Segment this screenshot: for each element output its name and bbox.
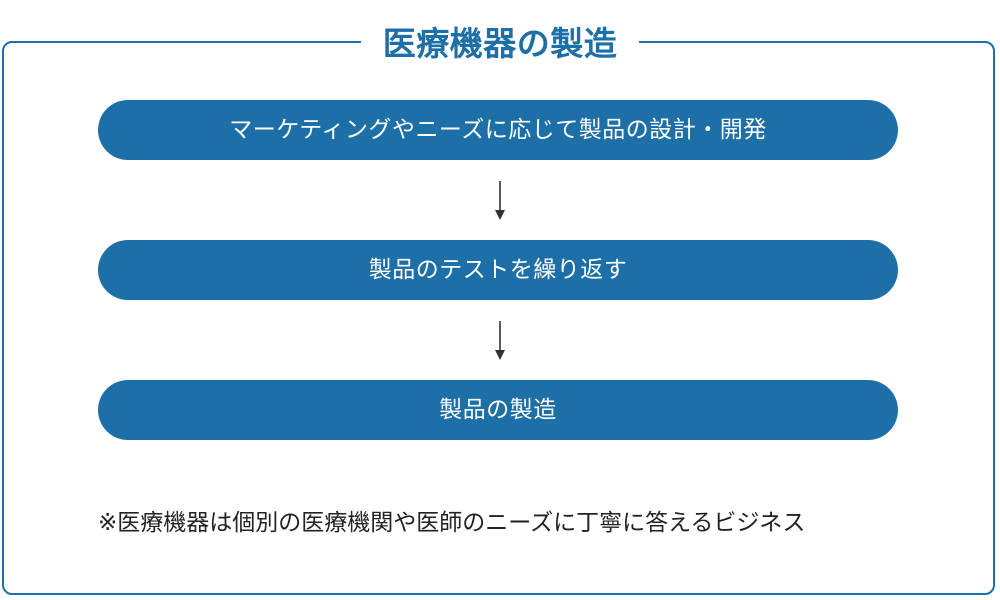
footnote: ※医療機器は個別の医療機関や医師のニーズに丁寧に答えるビジネス [98,510,806,536]
step-design-development: マーケティングやニーズに応じて製品の設計・開発 [98,100,898,160]
arrow-down-icon [495,321,505,360]
arrow-down-icon [495,181,505,220]
diagram-title: 医療機器の製造 [361,22,639,66]
step-manufacturing: 製品の製造 [98,380,898,440]
step-testing: 製品のテストを繰り返す [98,240,898,300]
